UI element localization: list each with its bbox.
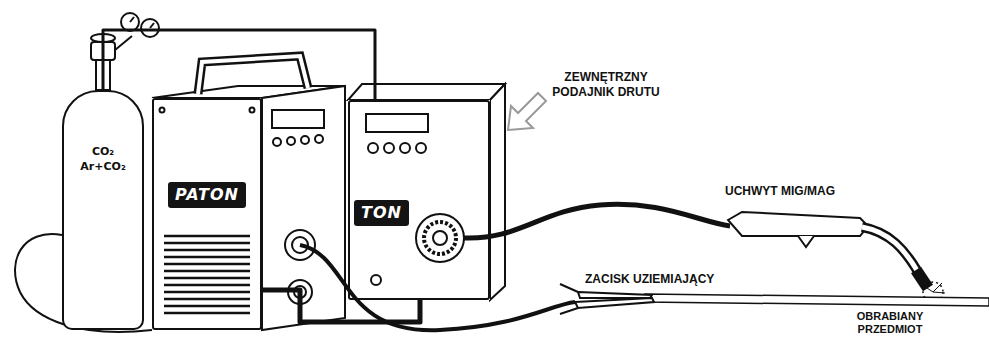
vent [164, 256, 250, 259]
screw [250, 108, 255, 113]
torch-cable [464, 204, 730, 238]
workpiece-bar [645, 294, 989, 306]
vent [164, 249, 250, 252]
brand-logo: TON [354, 200, 409, 226]
welder-handle-inner [198, 56, 308, 94]
wire-feeder-body [348, 84, 505, 300]
brand-logo: PATON [168, 182, 246, 208]
euro-socket-thread [424, 222, 456, 254]
vent [164, 270, 250, 273]
gas-hose [103, 30, 375, 100]
outline-arrow [508, 93, 546, 130]
welder-handle [198, 56, 308, 94]
clamp-handle [560, 284, 578, 314]
gas-type: CO₂ [92, 144, 114, 159]
feeder-top [348, 84, 505, 100]
vent [164, 235, 250, 238]
torch-trigger [798, 236, 814, 247]
welder-side-fill [152, 98, 262, 330]
feeder-label: ZEWNĘTRZNY PODAJNIK DRUTU [540, 70, 672, 100]
regulator-arm [115, 36, 132, 50]
vent [164, 263, 250, 266]
ground-clamp [560, 284, 654, 314]
pointer-arrow [508, 93, 546, 130]
mig-torch [728, 212, 945, 302]
gas-type: Ar+CO₂ [80, 159, 125, 174]
welder-display [272, 110, 324, 128]
spark [924, 286, 933, 292]
button [273, 138, 281, 146]
wire-feeder: TON [348, 100, 490, 300]
vents [164, 236, 250, 313]
workpiece-label: OBRABIANY PRZEDMIOT [840, 310, 940, 336]
torch-nozzle [916, 270, 928, 288]
euro-socket-inner [433, 231, 447, 245]
welder-body [152, 56, 345, 330]
spark [933, 292, 945, 293]
gauge-needle [150, 23, 154, 28]
interconnect-cable [262, 290, 420, 322]
vent [164, 298, 250, 301]
welder-front [262, 86, 345, 330]
spark [933, 283, 942, 292]
welding-machine: PATON [152, 98, 262, 330]
cable [300, 245, 575, 330]
gauge [121, 13, 139, 31]
button [315, 135, 323, 143]
vent [164, 291, 250, 294]
clamp-jaw [575, 298, 654, 308]
button [368, 143, 378, 153]
vent [164, 312, 250, 315]
gas-cylinder: CO₂Ar+CO₂ [62, 90, 144, 330]
gauge [141, 19, 159, 37]
cylinder-valve [91, 13, 159, 90]
ground-cable [300, 245, 575, 330]
torch-label: UCHWYT MIG/MAG [725, 184, 875, 199]
torch-neck [862, 227, 918, 272]
button [301, 136, 309, 144]
feeder-display [366, 114, 428, 132]
workpiece [645, 294, 989, 306]
vent [164, 284, 250, 287]
torch-handle [728, 212, 868, 236]
cable [464, 204, 730, 238]
torch-neck-inner [862, 227, 918, 272]
button [384, 143, 394, 153]
clamp-jaw [578, 292, 652, 298]
small-socket [371, 275, 381, 285]
vent [164, 277, 250, 280]
feeder-front-fill [348, 100, 490, 300]
clamp-label: ZACISK UZIEMIAJĄCY [585, 272, 760, 287]
feeder-side [490, 84, 505, 300]
vent [164, 305, 250, 308]
gauge-needle [130, 17, 134, 22]
button [416, 143, 426, 153]
screw [160, 108, 165, 113]
vent [164, 242, 250, 245]
button [287, 137, 295, 145]
euro-socket [416, 214, 464, 262]
button [400, 143, 410, 153]
